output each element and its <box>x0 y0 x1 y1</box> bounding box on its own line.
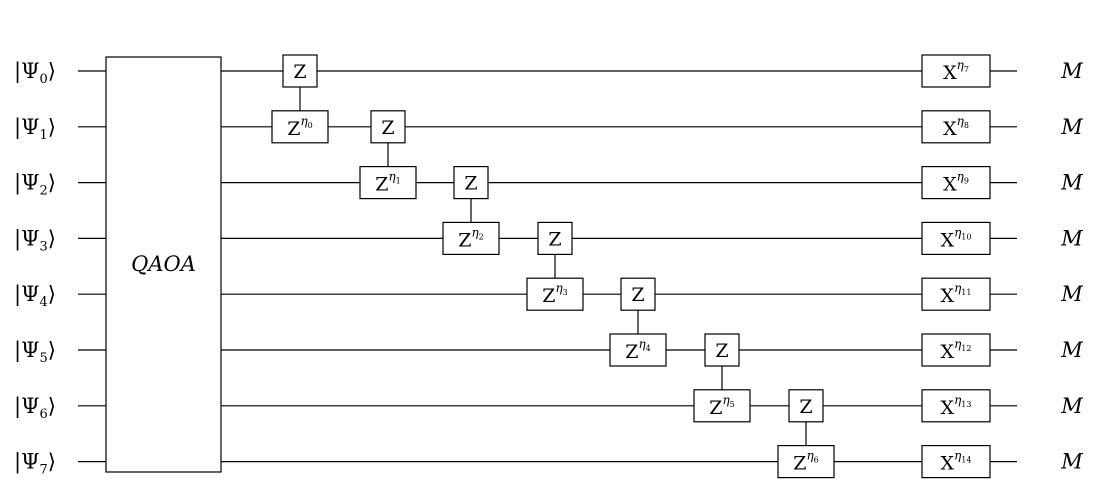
cz-control-gate-4: Z <box>620 277 656 311</box>
cz-target-gate-6-label: Zη6 <box>793 449 819 475</box>
x-gate-5: Xη12 <box>921 333 991 367</box>
cz-target-gate-3-label: Zη3 <box>542 281 568 307</box>
cz-target-gate-5-label: Zη5 <box>709 393 735 419</box>
x-gate-3: Xη10 <box>921 221 991 255</box>
qubit-label-7: |Ψ7⟩ <box>14 450 56 478</box>
x-gate-2-label: Xη9 <box>943 170 969 196</box>
x-gate-7: Xη14 <box>921 445 991 479</box>
measurement-label-3: M <box>1060 226 1083 250</box>
cz-target-gate-4-label: Zη4 <box>625 337 651 363</box>
cz-target-gate-0-label: Zη0 <box>287 114 313 140</box>
x-gate-1-label: Xη8 <box>943 114 969 140</box>
x-gate-1: Xη8 <box>921 110 991 144</box>
measurement-label-1: M <box>1060 115 1083 139</box>
qubit-label-3: |Ψ3⟩ <box>14 226 56 254</box>
measurement-label-7: M <box>1060 450 1083 474</box>
qubit-label-4: |Ψ4⟩ <box>14 282 56 310</box>
cz-control-gate-5: Z <box>704 333 740 367</box>
cz-control-gate-2: Z <box>453 166 489 200</box>
cz-target-gate-1-label: Zη1 <box>375 170 401 196</box>
cz-target-gate-0: Zη0 <box>271 110 329 144</box>
qubit-label-5: |Ψ5⟩ <box>14 338 56 366</box>
cz-control-gate-1: Z <box>370 110 406 144</box>
x-gate-5-label: Xη12 <box>941 337 972 363</box>
cz-control-label-2: Z <box>464 173 477 195</box>
qaoa-block <box>105 56 222 473</box>
cz-control-label-4: Z <box>631 284 644 306</box>
x-gate-6: Xη13 <box>921 389 991 423</box>
measurement-label-5: M <box>1060 338 1083 362</box>
cz-control-label-0: Z <box>293 61 306 83</box>
cz-target-gate-4: Zη4 <box>609 333 667 367</box>
x-gate-3-label: Xη10 <box>941 225 972 251</box>
cz-target-gate-2: Zη2 <box>442 221 500 255</box>
x-gate-4: Xη11 <box>921 277 991 311</box>
qubit-label-6: |Ψ6⟩ <box>14 394 56 422</box>
qubit-label-2: |Ψ2⟩ <box>14 171 56 199</box>
cz-control-gate-6: Z <box>788 389 824 423</box>
cz-control-label-5: Z <box>715 340 728 362</box>
cz-control-gate-0: Z <box>282 54 318 88</box>
x-gate-0-label: Xη7 <box>943 58 969 84</box>
cz-target-gate-2-label: Zη2 <box>458 225 484 251</box>
cz-control-label-3: Z <box>548 228 561 250</box>
cz-control-gate-3: Z <box>537 221 573 255</box>
cz-control-label-1: Z <box>381 117 394 139</box>
x-gate-4-label: Xη11 <box>941 281 972 307</box>
qaoa-label: QAOA <box>131 252 196 276</box>
x-gate-2: Xη9 <box>921 166 991 200</box>
measurement-label-2: M <box>1060 171 1083 195</box>
measurement-label-4: M <box>1060 282 1083 306</box>
cz-control-label-6: Z <box>799 396 812 418</box>
x-gate-6-label: Xη13 <box>941 393 972 419</box>
qubit-label-1: |Ψ1⟩ <box>14 115 56 143</box>
x-gate-0: Xη7 <box>921 54 991 88</box>
x-gate-7-label: Xη14 <box>941 449 972 475</box>
measurement-label-6: M <box>1060 394 1083 418</box>
qubit-label-0: |Ψ0⟩ <box>14 59 56 87</box>
cz-target-gate-3: Zη3 <box>526 277 584 311</box>
cz-target-gate-5: Zη5 <box>693 389 751 423</box>
cz-target-gate-1: Zη1 <box>359 166 417 200</box>
cz-target-gate-6: Zη6 <box>777 445 835 479</box>
measurement-label-0: M <box>1060 59 1083 83</box>
